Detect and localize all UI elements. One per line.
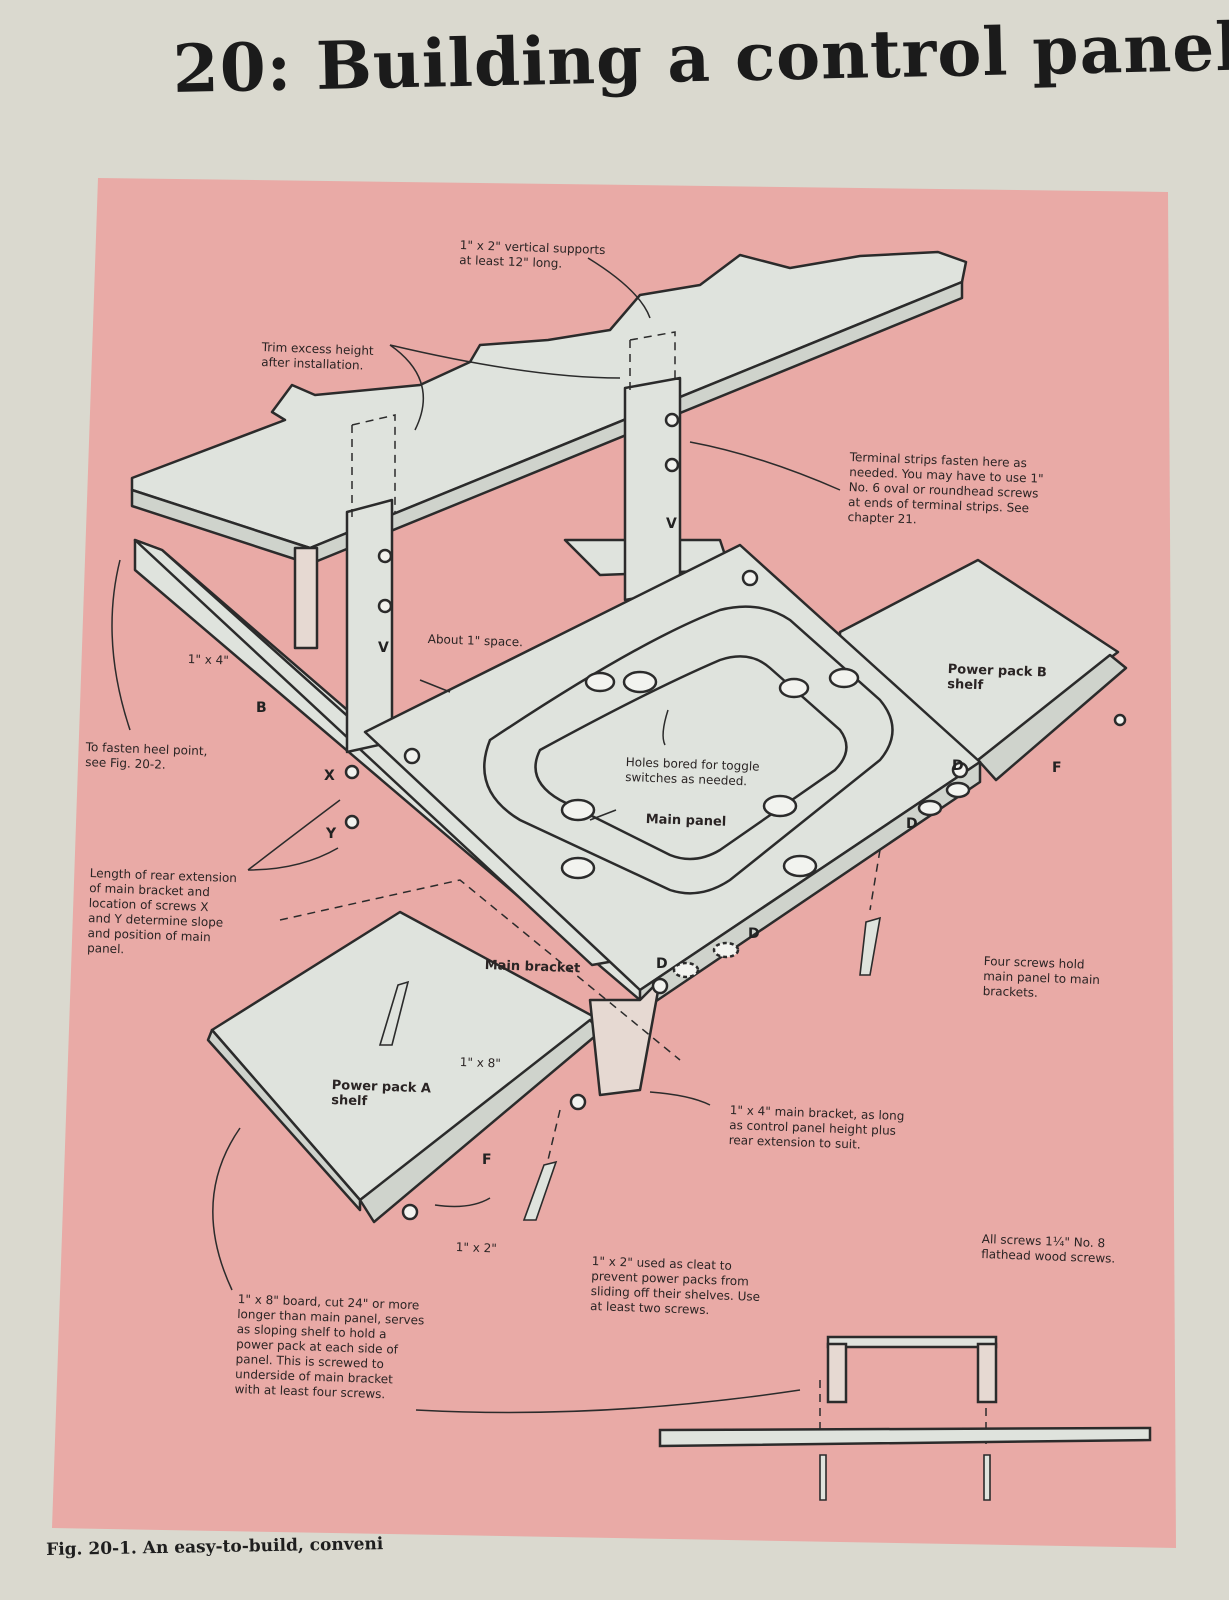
toggle-hole — [762, 794, 798, 818]
screw-head — [664, 457, 680, 473]
leader-arrow — [247, 847, 339, 871]
label-vertical-supports: 1" x 2" vertical supports at least 12" l… — [458, 238, 606, 271]
leader-arrow — [389, 344, 425, 431]
toggle-switch — [584, 671, 616, 693]
leader-arrow — [212, 1127, 241, 1291]
track-inner — [534, 655, 848, 861]
leader-arrow — [419, 679, 451, 693]
label-1x4: 1" x 4" — [187, 652, 230, 668]
shelf-a — [210, 910, 602, 1202]
leader-arrow — [587, 257, 651, 319]
label-cleat-note: 1" x 2" used as cleat to prevent power p… — [589, 1254, 761, 1318]
screw-head — [377, 548, 393, 564]
leader-arrow — [247, 799, 341, 871]
screw-head — [741, 569, 759, 587]
label-1x8: 1" x 8" — [459, 1055, 502, 1071]
dowel-hole — [945, 781, 971, 799]
screw-head — [401, 1203, 419, 1221]
part-letter-v: V — [666, 516, 677, 532]
screw-head — [344, 764, 360, 780]
cleat-f-right — [976, 653, 1128, 782]
dashed-screw-line — [547, 1109, 561, 1161]
toggle-hole — [560, 856, 596, 880]
support-v-left — [345, 498, 394, 754]
toggle-hole — [782, 854, 818, 878]
part-letter-d: D — [952, 758, 964, 774]
shelf-a-edge — [206, 1028, 362, 1212]
wood-screw — [522, 1160, 558, 1221]
part-letter-d: D — [656, 956, 668, 972]
leader-arrow — [662, 709, 669, 746]
cleat-detail-right — [976, 1342, 998, 1404]
cleat-detail-board — [658, 1426, 1152, 1448]
label-board-note: 1" x 8" board, cut 24" or more longer th… — [234, 1292, 425, 1402]
dashed-bracket-line — [279, 879, 681, 1061]
leader-arrow — [389, 344, 621, 379]
toggle-switch — [778, 677, 810, 699]
leader-arrow — [434, 1197, 491, 1208]
wood-screw — [819, 1454, 827, 1501]
label-four-screws: Four screws hold main panel to main brac… — [982, 954, 1101, 1000]
dashed-screw-line — [869, 849, 881, 911]
screw-head — [403, 747, 421, 765]
screw-head — [664, 412, 680, 428]
part-letter-d: D — [906, 816, 918, 832]
toggle-hole — [622, 670, 658, 694]
toggle-switch — [828, 667, 860, 689]
support-v-right — [623, 376, 682, 602]
leader-arrow — [589, 809, 617, 821]
label-power-pack-b: Power pack B shelf — [946, 662, 1048, 694]
part-letter-f: F — [482, 1152, 492, 1168]
part-letter-d: D — [748, 926, 760, 942]
wood-screw — [859, 916, 882, 976]
dashed-support-ghost — [351, 414, 396, 520]
leader-arrow — [111, 559, 131, 731]
dowel-hole — [672, 961, 700, 979]
screw-head — [1113, 713, 1127, 727]
part-letter-f: F — [1052, 760, 1062, 776]
cleat-detail-left — [826, 1342, 848, 1404]
screw-head — [651, 977, 669, 995]
label-terminal-strips: Terminal strips fasten here as needed. Y… — [847, 450, 1044, 527]
leader-arrow — [689, 441, 841, 491]
screw-head — [951, 761, 969, 779]
part-letter-x: X — [324, 768, 335, 784]
label-main-bracket-note: 1" x 4" main bracket, as long as control… — [728, 1103, 905, 1152]
toggle-hole — [560, 798, 596, 822]
terrain-board — [130, 250, 968, 550]
label-rear-extension: Length of rear extension of main bracket… — [86, 866, 238, 957]
cleat-detail-top — [826, 1335, 998, 1349]
screw-head — [344, 814, 360, 830]
part-letter-y: Y — [326, 826, 337, 842]
wood-screw — [378, 980, 410, 1046]
dowel-hole — [712, 941, 740, 959]
track-outer — [483, 605, 894, 895]
dowel-hole — [917, 799, 943, 817]
wood-screw — [983, 1454, 991, 1501]
leader-arrow — [649, 1091, 711, 1106]
label-trim-excess: Trim excess height after installation. — [260, 340, 374, 373]
dashed-support-ghost — [629, 331, 676, 390]
terrain-post — [293, 546, 319, 650]
label-1x2: 1" x 2" — [455, 1240, 498, 1256]
bracket-leg — [588, 978, 662, 1097]
leader-arrow — [415, 1389, 801, 1414]
label-all-screws: All screws 1¼" No. 8 flathead wood screw… — [980, 1232, 1116, 1266]
label-main-panel: Main panel — [645, 812, 727, 830]
label-power-pack-a: Power pack A shelf — [330, 1078, 432, 1110]
part-letter-b: B — [256, 700, 267, 716]
label-heel-point: To fasten heel point, see Fig. 20-2. — [84, 740, 208, 772]
part-letter-v: V — [378, 640, 389, 656]
screw-head — [377, 598, 393, 614]
label-holes-bored: Holes bored for toggle switches as neede… — [624, 755, 760, 789]
screw-head — [569, 1093, 587, 1111]
